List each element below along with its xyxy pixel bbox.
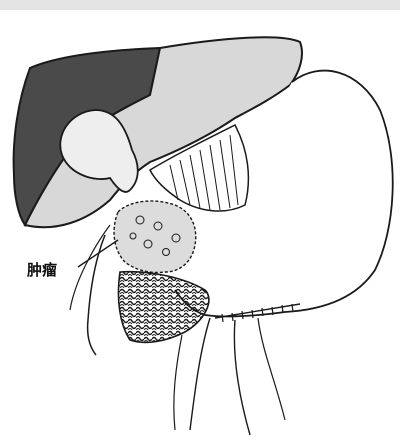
vessel-2 bbox=[234, 320, 250, 435]
duodenum-left bbox=[88, 235, 105, 355]
tumor bbox=[114, 201, 196, 273]
vessel-3 bbox=[258, 318, 285, 420]
label-leader-line bbox=[78, 240, 118, 267]
vessel-1 bbox=[190, 318, 210, 430]
tumor-label: 肿瘤 bbox=[27, 261, 57, 279]
vessel-4 bbox=[174, 335, 182, 430]
